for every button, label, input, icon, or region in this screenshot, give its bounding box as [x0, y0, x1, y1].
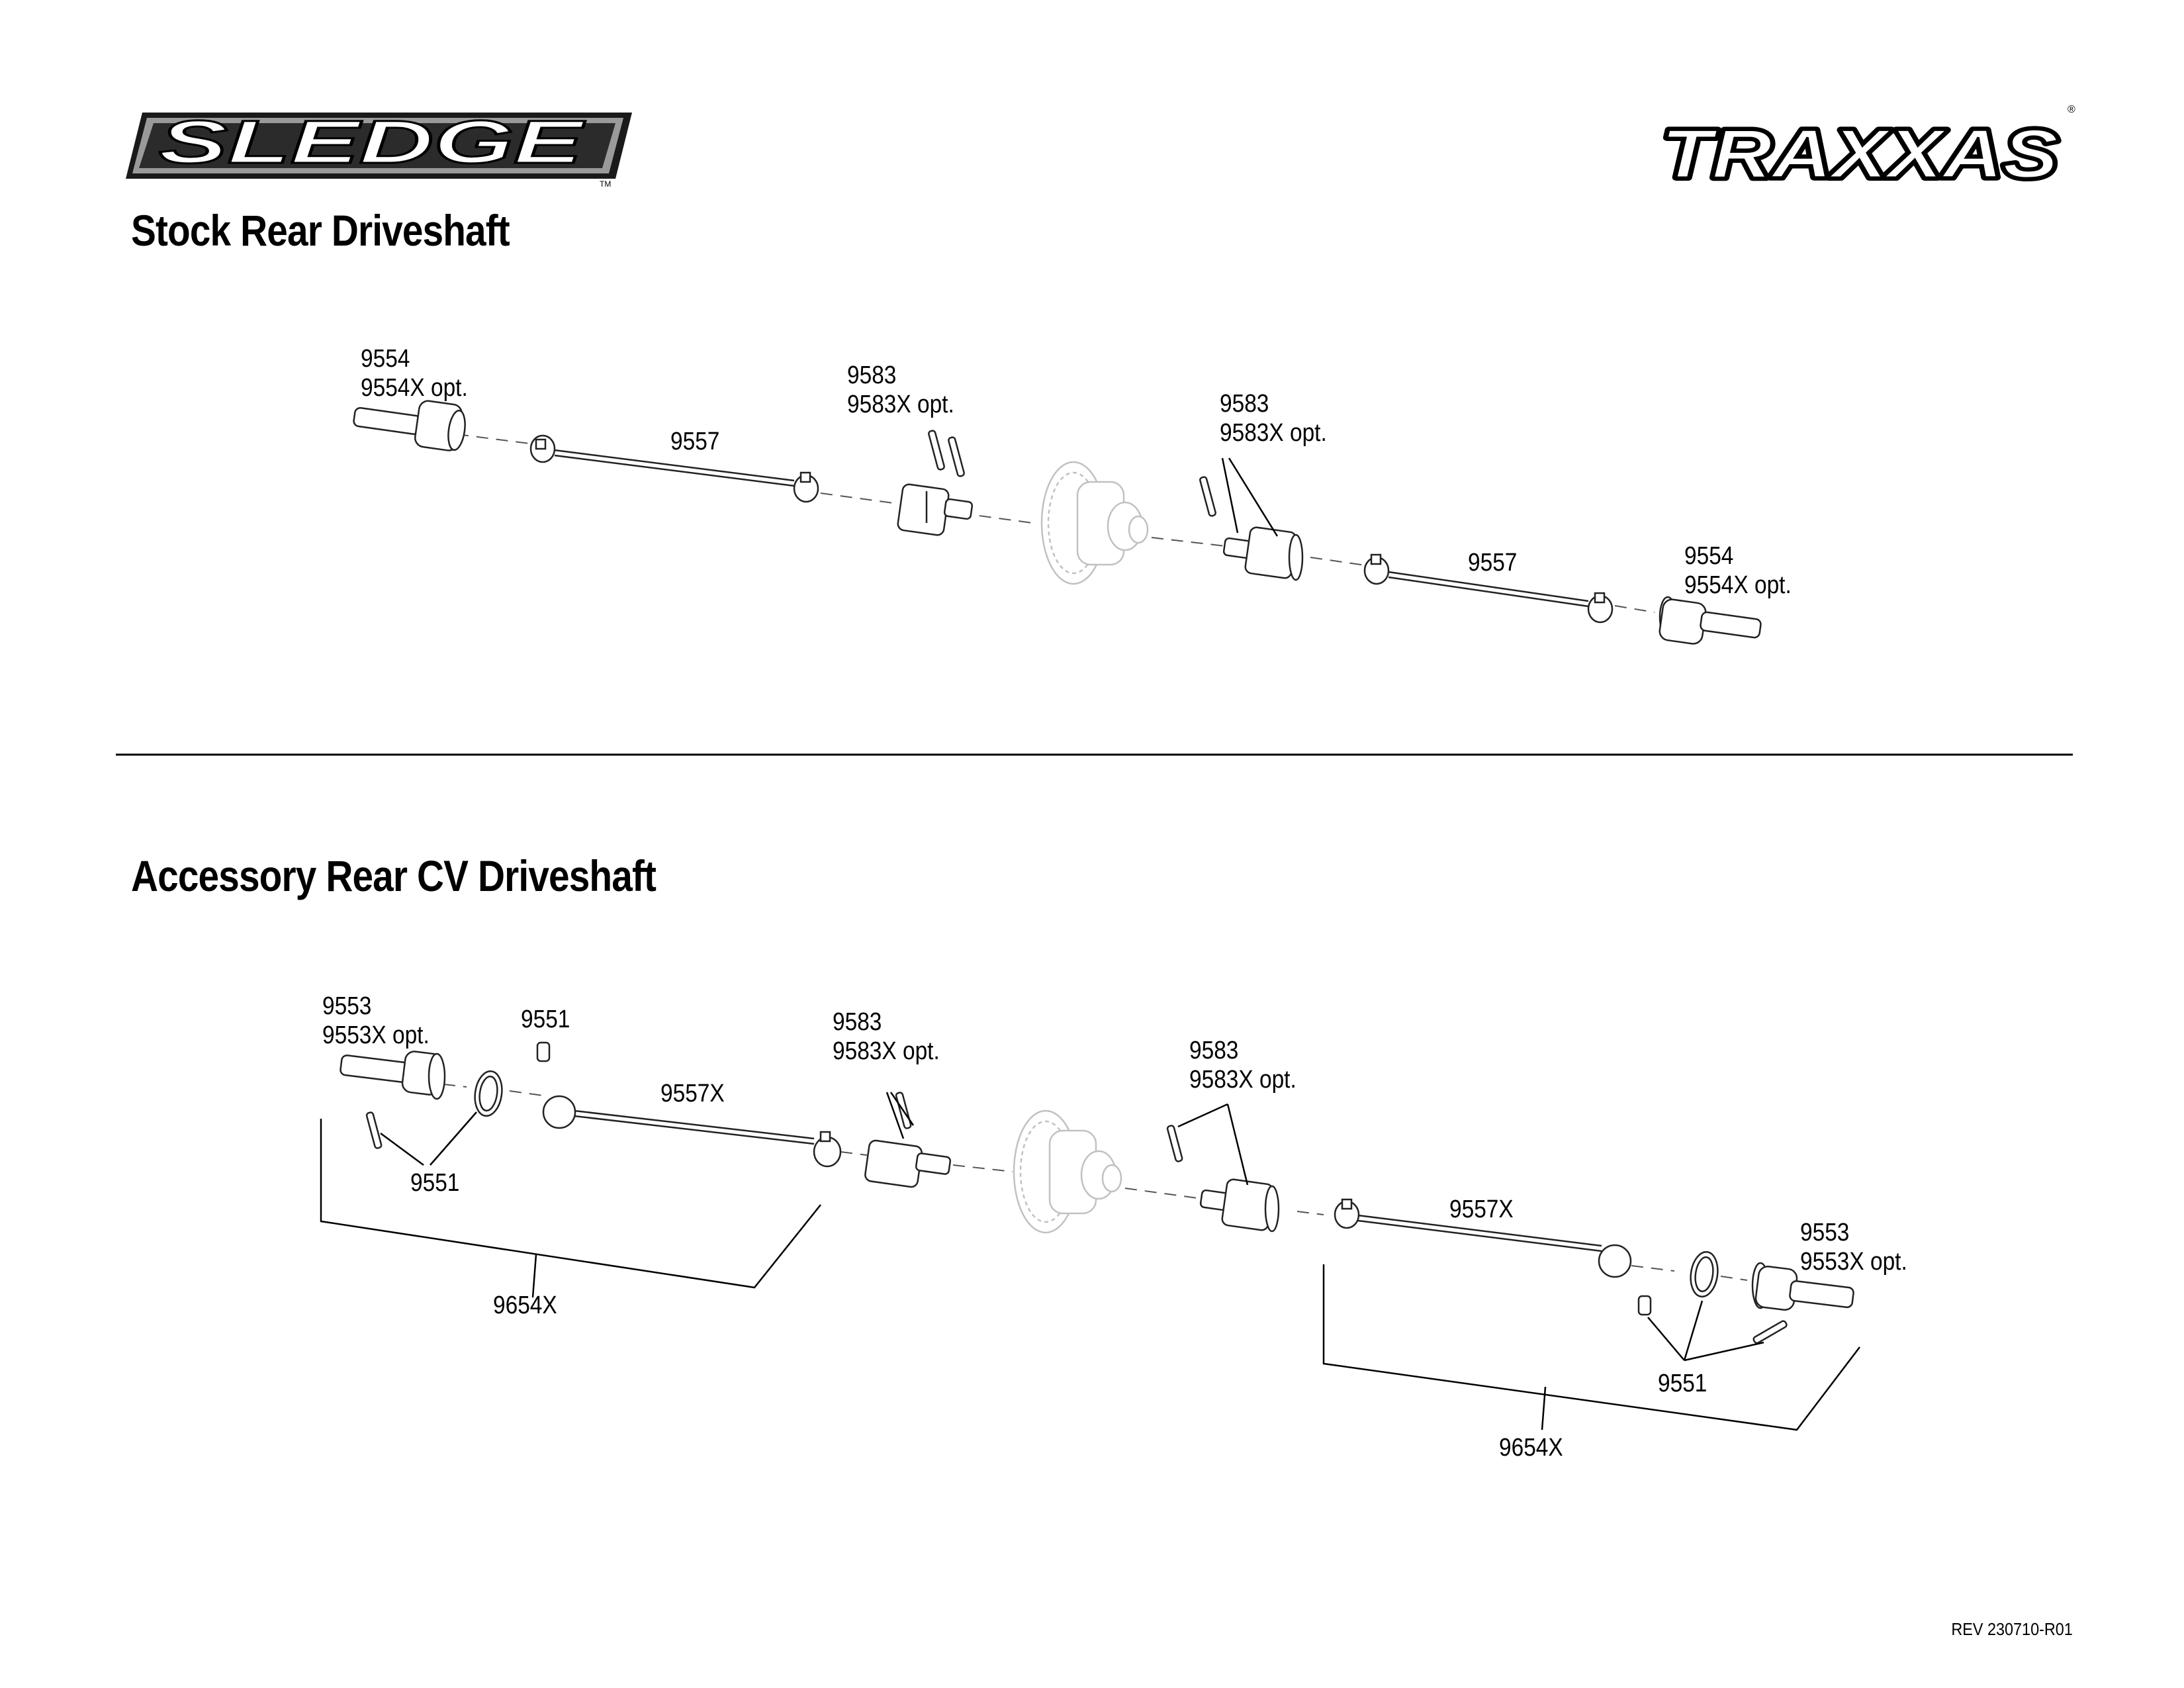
- part-number: 9583: [1220, 390, 1269, 418]
- revision-code: REV 230710-R01: [1951, 1619, 2073, 1639]
- part-number: 9553: [322, 992, 372, 1020]
- part-number: 9554: [361, 345, 410, 373]
- part-label-cv-driveshaft-right: 9557X: [1449, 1195, 1514, 1224]
- section-title-accessory: Accessory Rear CV Driveshaft: [131, 851, 657, 900]
- cv-outdrive-left-9553: [340, 1051, 446, 1149]
- section-title-stock: Stock Rear Driveshaft: [131, 206, 510, 255]
- outdrive-right-9554: [1659, 596, 1762, 645]
- part-number: 9554: [1684, 542, 1734, 570]
- part-label-cv-pin-top: 9551: [521, 1005, 570, 1034]
- cv-outdrive-right-9553: [1751, 1262, 1854, 1344]
- part-label-driveshaft-left: 9557: [670, 427, 719, 456]
- part-label-cv-driveshaft-left: 9557X: [660, 1079, 725, 1108]
- cv-ring-left-9551: [474, 1070, 503, 1117]
- cv-driveshaft-left-9557X: [542, 1095, 842, 1168]
- part-label-outdrive-right: 9554 9554X opt.: [1684, 541, 1792, 600]
- output-cup-left-9583: [897, 430, 974, 536]
- driveshaft-right-9557: [1363, 553, 1614, 624]
- part-number: 9583: [833, 1008, 882, 1036]
- svg-text:TM: TM: [600, 179, 611, 189]
- output-cup-right-9583: [1199, 476, 1304, 581]
- differential-stock: [1040, 461, 1149, 585]
- part-option: 9583X opt.: [833, 1037, 940, 1065]
- svg-text:®: ®: [2068, 104, 2075, 115]
- part-number: 9551: [1658, 1370, 1707, 1397]
- cv-pin-9551: [536, 1041, 551, 1062]
- cv-ring-right-9551: [1690, 1250, 1719, 1298]
- part-number: 9551: [521, 1006, 570, 1033]
- part-number: 9557X: [1449, 1196, 1514, 1223]
- cv-driveshaft-assembly: [320, 1041, 1860, 1431]
- part-label-cup-left: 9583 9583X opt.: [847, 361, 954, 419]
- part-option: 9583X opt.: [1220, 419, 1327, 447]
- part-label-cup-right: 9583 9583X opt.: [1220, 389, 1327, 447]
- differential-cv: [1013, 1109, 1122, 1234]
- part-option: 9583X opt.: [847, 391, 954, 418]
- svg-text:SLEDGE: SLEDGE: [159, 109, 585, 176]
- part-option: 9583X opt.: [1189, 1066, 1297, 1094]
- part-number: 9583: [847, 361, 897, 389]
- part-option: 9554X opt.: [361, 374, 468, 402]
- outdrive-left-9554: [353, 400, 466, 451]
- part-option: 9554X opt.: [1684, 571, 1792, 599]
- part-number: 9557X: [660, 1080, 725, 1107]
- part-number: 9583: [1189, 1037, 1239, 1064]
- part-label-cv-outdrive-right: 9553 9553X opt.: [1800, 1218, 1907, 1276]
- part-label-cv-ring-right: 9551: [1658, 1369, 1707, 1398]
- part-number: 9654X: [493, 1291, 557, 1319]
- part-number: 9553: [1800, 1219, 1850, 1246]
- part-number: 9551: [410, 1169, 460, 1197]
- part-option: 9553X opt.: [1800, 1248, 1907, 1276]
- part-label-cv-kit-right: 9654X: [1499, 1433, 1563, 1462]
- part-number: 9557: [670, 428, 720, 455]
- part-label-outdrive-left: 9554 9554X opt.: [361, 344, 468, 402]
- part-label-driveshaft-right: 9557: [1468, 548, 1517, 577]
- driveshaft-left-9557: [529, 434, 819, 503]
- cv-output-cup-left-9583: [864, 1092, 952, 1188]
- part-number: 9654X: [1499, 1434, 1563, 1462]
- part-option: 9553X opt.: [322, 1021, 430, 1049]
- stock-driveshaft-assembly: [353, 400, 1762, 645]
- part-label-cv-cup-right: 9583 9583X opt.: [1189, 1036, 1297, 1094]
- part-label-cv-outdrive-left: 9553 9553X opt.: [322, 992, 430, 1050]
- sledge-logo: SLEDGE TM: [126, 108, 632, 189]
- part-label-cv-cup-left: 9583 9583X opt.: [833, 1008, 940, 1066]
- cv-output-cup-right-9583: [1166, 1125, 1280, 1233]
- cv-driveshaft-right-9557X: [1334, 1198, 1652, 1316]
- svg-text:TRAXXAS: TRAXXAS: [1661, 116, 2058, 193]
- svg-text:TRAXXAS: TRAXXAS: [1661, 116, 2058, 193]
- part-label-cv-ring-left: 9551: [410, 1168, 459, 1197]
- traxxas-logo: TRAXXAS TRAXXAS ®: [1658, 104, 2075, 196]
- part-label-cv-kit-left: 9654X: [493, 1291, 557, 1320]
- part-number: 9557: [1468, 549, 1518, 577]
